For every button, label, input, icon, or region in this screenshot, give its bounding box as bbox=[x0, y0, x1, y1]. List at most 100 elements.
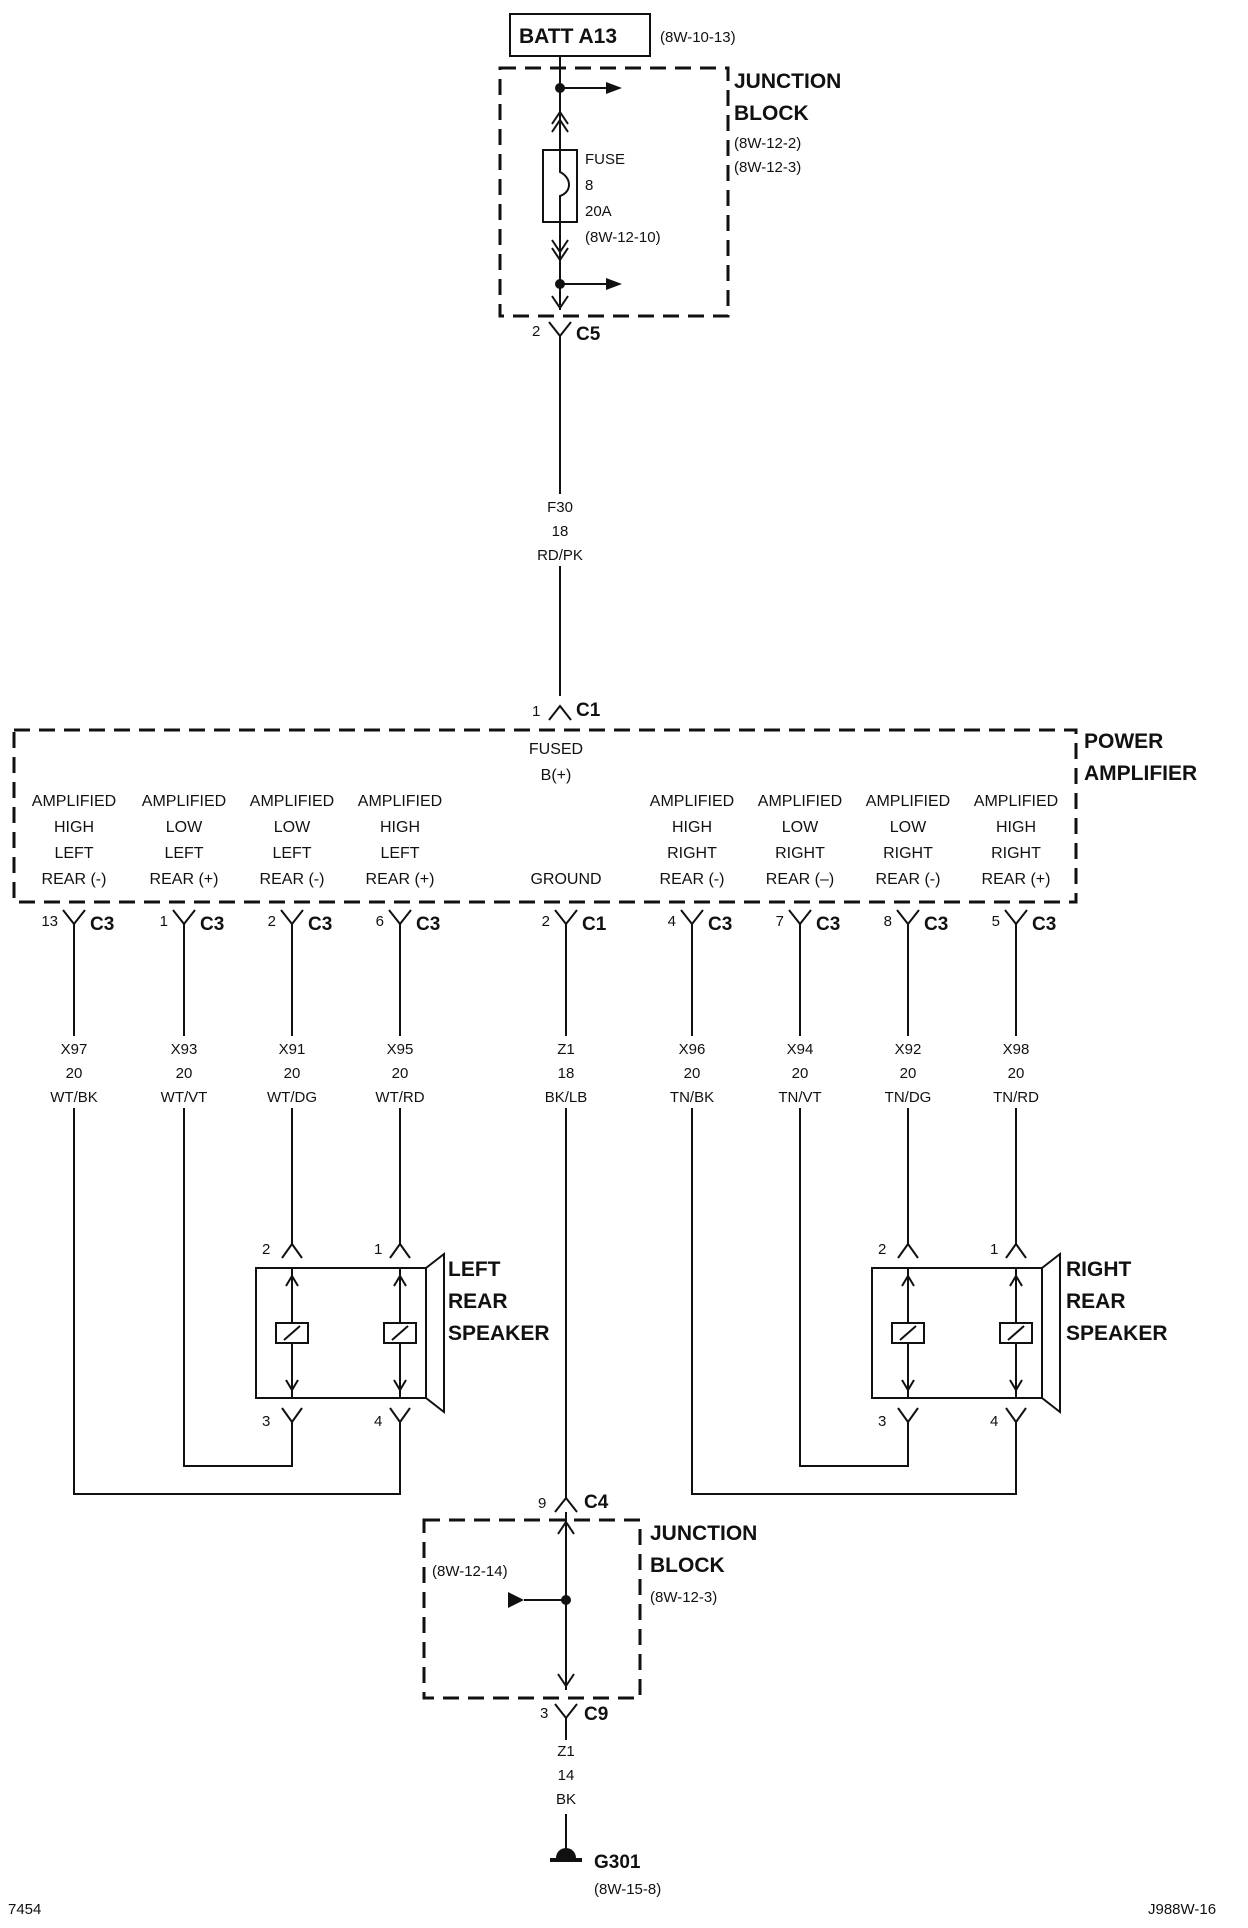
wire-2-circuit: X91 bbox=[279, 1041, 306, 1058]
connector-fork-icon bbox=[388, 909, 412, 926]
connector-c4: 9 C4 bbox=[538, 1492, 609, 1513]
arrow-right-icon bbox=[606, 82, 622, 94]
junction-top-ref-2: (8W-12-3) bbox=[734, 159, 801, 176]
fuse-label-1: FUSE bbox=[585, 151, 625, 168]
terminal-7-pin: 8 bbox=[884, 913, 892, 930]
terminal-4-label-4: GROUND bbox=[530, 871, 601, 888]
terminal-3-label-4: REAR (+) bbox=[366, 871, 435, 888]
terminal-5-conn: C3 bbox=[708, 914, 732, 935]
connector-fork-icon bbox=[896, 909, 920, 926]
connector-fork-icon bbox=[680, 909, 704, 926]
arrow-right-icon bbox=[606, 278, 622, 290]
terminal-5-label-3: RIGHT bbox=[667, 845, 717, 862]
footer-left: 7454 bbox=[8, 1901, 41, 1918]
terminal-5-label-4: REAR (-) bbox=[660, 871, 725, 888]
terminal-0-conn: C3 bbox=[90, 914, 114, 935]
footer-right: J988W-16 bbox=[1148, 1901, 1216, 1918]
connector-fork-icon bbox=[280, 909, 304, 926]
left-speaker-label-1: LEFT bbox=[448, 1258, 501, 1281]
c4-pin: 9 bbox=[538, 1495, 546, 1512]
c9-name: C9 bbox=[584, 1704, 608, 1725]
terminal-7-conn: C3 bbox=[924, 914, 948, 935]
f30-gauge: 18 bbox=[552, 523, 569, 540]
junction-bottom-title-2: BLOCK bbox=[650, 1554, 725, 1577]
terminal-0-label-4: REAR (-) bbox=[42, 871, 107, 888]
junction-bottom-splice-ref: (8W-12-14) bbox=[432, 1563, 508, 1580]
amp-fused-1: FUSED bbox=[529, 741, 583, 758]
c1-input-name: C1 bbox=[576, 700, 601, 721]
wire-2-gauge: 20 bbox=[284, 1065, 301, 1082]
terminal-1-label-1: AMPLIFIED bbox=[142, 793, 226, 810]
wire-1-gauge: 20 bbox=[176, 1065, 193, 1082]
terminal-7-label-1: AMPLIFIED bbox=[866, 793, 950, 810]
c5-pin: 2 bbox=[532, 323, 540, 340]
wire-8-circuit: X98 bbox=[1003, 1041, 1030, 1058]
junction-bottom-ref: (8W-12-3) bbox=[650, 1589, 717, 1606]
junction-top-title-2: BLOCK bbox=[734, 102, 809, 125]
terminal-3-label-1: AMPLIFIED bbox=[358, 793, 442, 810]
terminal-2-pin: 2 bbox=[268, 913, 276, 930]
right-speaker-pin-4: 4 bbox=[990, 1413, 998, 1430]
left-speaker-label-2: REAR bbox=[448, 1290, 508, 1313]
connector-c1-input: 1 C1 bbox=[532, 700, 601, 721]
connector-c5: 2 C5 bbox=[532, 321, 601, 345]
fuse-label-4: (8W-12-10) bbox=[585, 229, 661, 246]
left-speaker-pin-1: 1 bbox=[374, 1241, 382, 1258]
terminal-2-label-4: REAR (-) bbox=[260, 871, 325, 888]
terminal-6-label-2: LOW bbox=[782, 819, 819, 836]
terminal-7-label-4: REAR (-) bbox=[876, 871, 941, 888]
terminal-8-pin: 5 bbox=[992, 913, 1000, 930]
terminal-1-label-3: LEFT bbox=[164, 845, 203, 862]
ground-name: G301 bbox=[594, 1852, 641, 1873]
wire-6-circuit: X94 bbox=[787, 1041, 814, 1058]
connector-chevron-up-icon bbox=[551, 110, 569, 125]
terminal-3-label-2: HIGH bbox=[380, 819, 420, 836]
terminal-8-label-4: REAR (+) bbox=[982, 871, 1051, 888]
wire-1-circuit: X93 bbox=[171, 1041, 198, 1058]
wire-1-color: WT/VT bbox=[161, 1089, 208, 1106]
junction-block-top: JUNCTION BLOCK (8W-12-2) (8W-12-3) FUSE … bbox=[498, 56, 841, 318]
battery-block: BATT A13 (8W-10-13) bbox=[509, 13, 736, 57]
connector-fork-icon bbox=[172, 909, 196, 926]
terminal-1-conn: C3 bbox=[200, 914, 224, 935]
junction-top-title-1: JUNCTION bbox=[734, 70, 841, 93]
terminal-2-label-1: AMPLIFIED bbox=[250, 793, 334, 810]
c5-name: C5 bbox=[576, 324, 601, 345]
left-speaker-pin-2: 2 bbox=[262, 1241, 270, 1258]
connector-c9: 3 C9 bbox=[540, 1703, 608, 1725]
terminal-5-label-2: HIGH bbox=[672, 819, 712, 836]
f30-color: RD/PK bbox=[537, 547, 583, 564]
terminal-1-label-2: LOW bbox=[166, 819, 203, 836]
connector-fork-icon bbox=[62, 909, 86, 926]
c1-input-pin: 1 bbox=[532, 703, 540, 720]
junction-block-bottom: JUNCTION BLOCK (8W-12-3) (8W-12-14) bbox=[422, 1512, 757, 1700]
battery-ref: (8W-10-13) bbox=[660, 29, 736, 46]
z1-out-color: BK bbox=[556, 1791, 576, 1808]
fuse-label-3: 20A bbox=[585, 203, 612, 220]
terminal-3-label-3: LEFT bbox=[380, 845, 419, 862]
wire-0-circuit: X97 bbox=[61, 1041, 88, 1058]
arrow-right-icon bbox=[508, 1592, 524, 1608]
battery-label: BATT A13 bbox=[519, 25, 617, 48]
wire-3-gauge: 20 bbox=[392, 1065, 409, 1082]
wire-2-color: WT/DG bbox=[267, 1089, 317, 1106]
amp-fused-2: B(+) bbox=[541, 767, 572, 784]
z1-out-circuit: Z1 bbox=[557, 1743, 575, 1760]
power-amplifier: POWER AMPLIFIER FUSED B(+) AMPLIFIEDHIGH… bbox=[12, 728, 1197, 1108]
terminal-5-pin: 4 bbox=[668, 913, 676, 930]
terminal-6-label-3: RIGHT bbox=[775, 845, 825, 862]
ground-g301: G301 (8W-15-8) bbox=[550, 1840, 661, 1898]
terminal-0-pin: 13 bbox=[41, 913, 58, 930]
terminal-8-label-1: AMPLIFIED bbox=[974, 793, 1058, 810]
wire-f30-label: F30 18 RD/PK bbox=[512, 494, 608, 566]
terminal-6-label-1: AMPLIFIED bbox=[758, 793, 842, 810]
wire-routing bbox=[73, 924, 1033, 1498]
wire-7-gauge: 20 bbox=[900, 1065, 917, 1082]
terminal-2-conn: C3 bbox=[308, 914, 332, 935]
wire-4-color: BK/LB bbox=[545, 1089, 588, 1106]
connector-fork-icon bbox=[554, 909, 578, 926]
amp-title-1: POWER bbox=[1084, 730, 1163, 753]
wire-3-circuit: X95 bbox=[387, 1041, 414, 1058]
